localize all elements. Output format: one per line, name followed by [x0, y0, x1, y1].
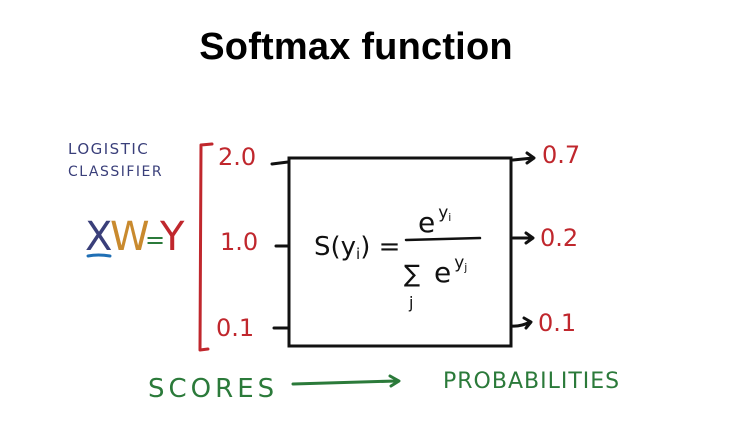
sum-symbol: ∑	[404, 260, 420, 288]
probability-value: 0.2	[540, 224, 578, 252]
input-connectors	[270, 160, 290, 330]
sum-index: j	[408, 293, 413, 312]
formula-lhs: S(yi) =	[314, 232, 400, 263]
probabilities-list: 0.7 0.2 0.1	[538, 141, 580, 337]
output-arrows	[509, 151, 536, 330]
score-value: 0.1	[216, 314, 254, 342]
probability-value: 0.1	[538, 309, 576, 337]
scores-list: 2.0 1.0 0.1	[216, 143, 258, 342]
scores-label: SCORES	[148, 374, 278, 404]
scores-to-probabilities: SCORES PROBABILITIES	[148, 369, 620, 404]
page-title: Softmax function	[199, 26, 513, 68]
w-symbol: W	[110, 214, 150, 260]
softmax-box	[287, 156, 513, 348]
probability-value: 0.7	[542, 141, 580, 169]
arrow-icon	[509, 316, 533, 330]
xw-equals-y-equation: X W = Y	[85, 214, 185, 260]
probabilities-label: PROBABILITIES	[443, 369, 620, 394]
y-symbol: Y	[159, 214, 185, 260]
classifier-label: CLASSIFIER	[68, 164, 163, 180]
arrow-icon	[511, 151, 536, 165]
score-value: 1.0	[220, 228, 258, 256]
arrow-icon	[511, 231, 535, 245]
x-underline	[86, 253, 112, 258]
arrow-right-icon	[291, 374, 401, 388]
logistic-label: LOGISTIC	[68, 140, 149, 158]
fraction-bar	[404, 236, 482, 242]
score-value: 2.0	[218, 143, 256, 171]
logistic-classifier-label: LOGISTIC CLASSIFIER	[68, 140, 163, 180]
x-symbol: X	[85, 214, 112, 260]
title-container: Softmax function	[0, 26, 742, 69]
scores-bracket	[198, 142, 214, 352]
equals-symbol: =	[145, 226, 165, 254]
